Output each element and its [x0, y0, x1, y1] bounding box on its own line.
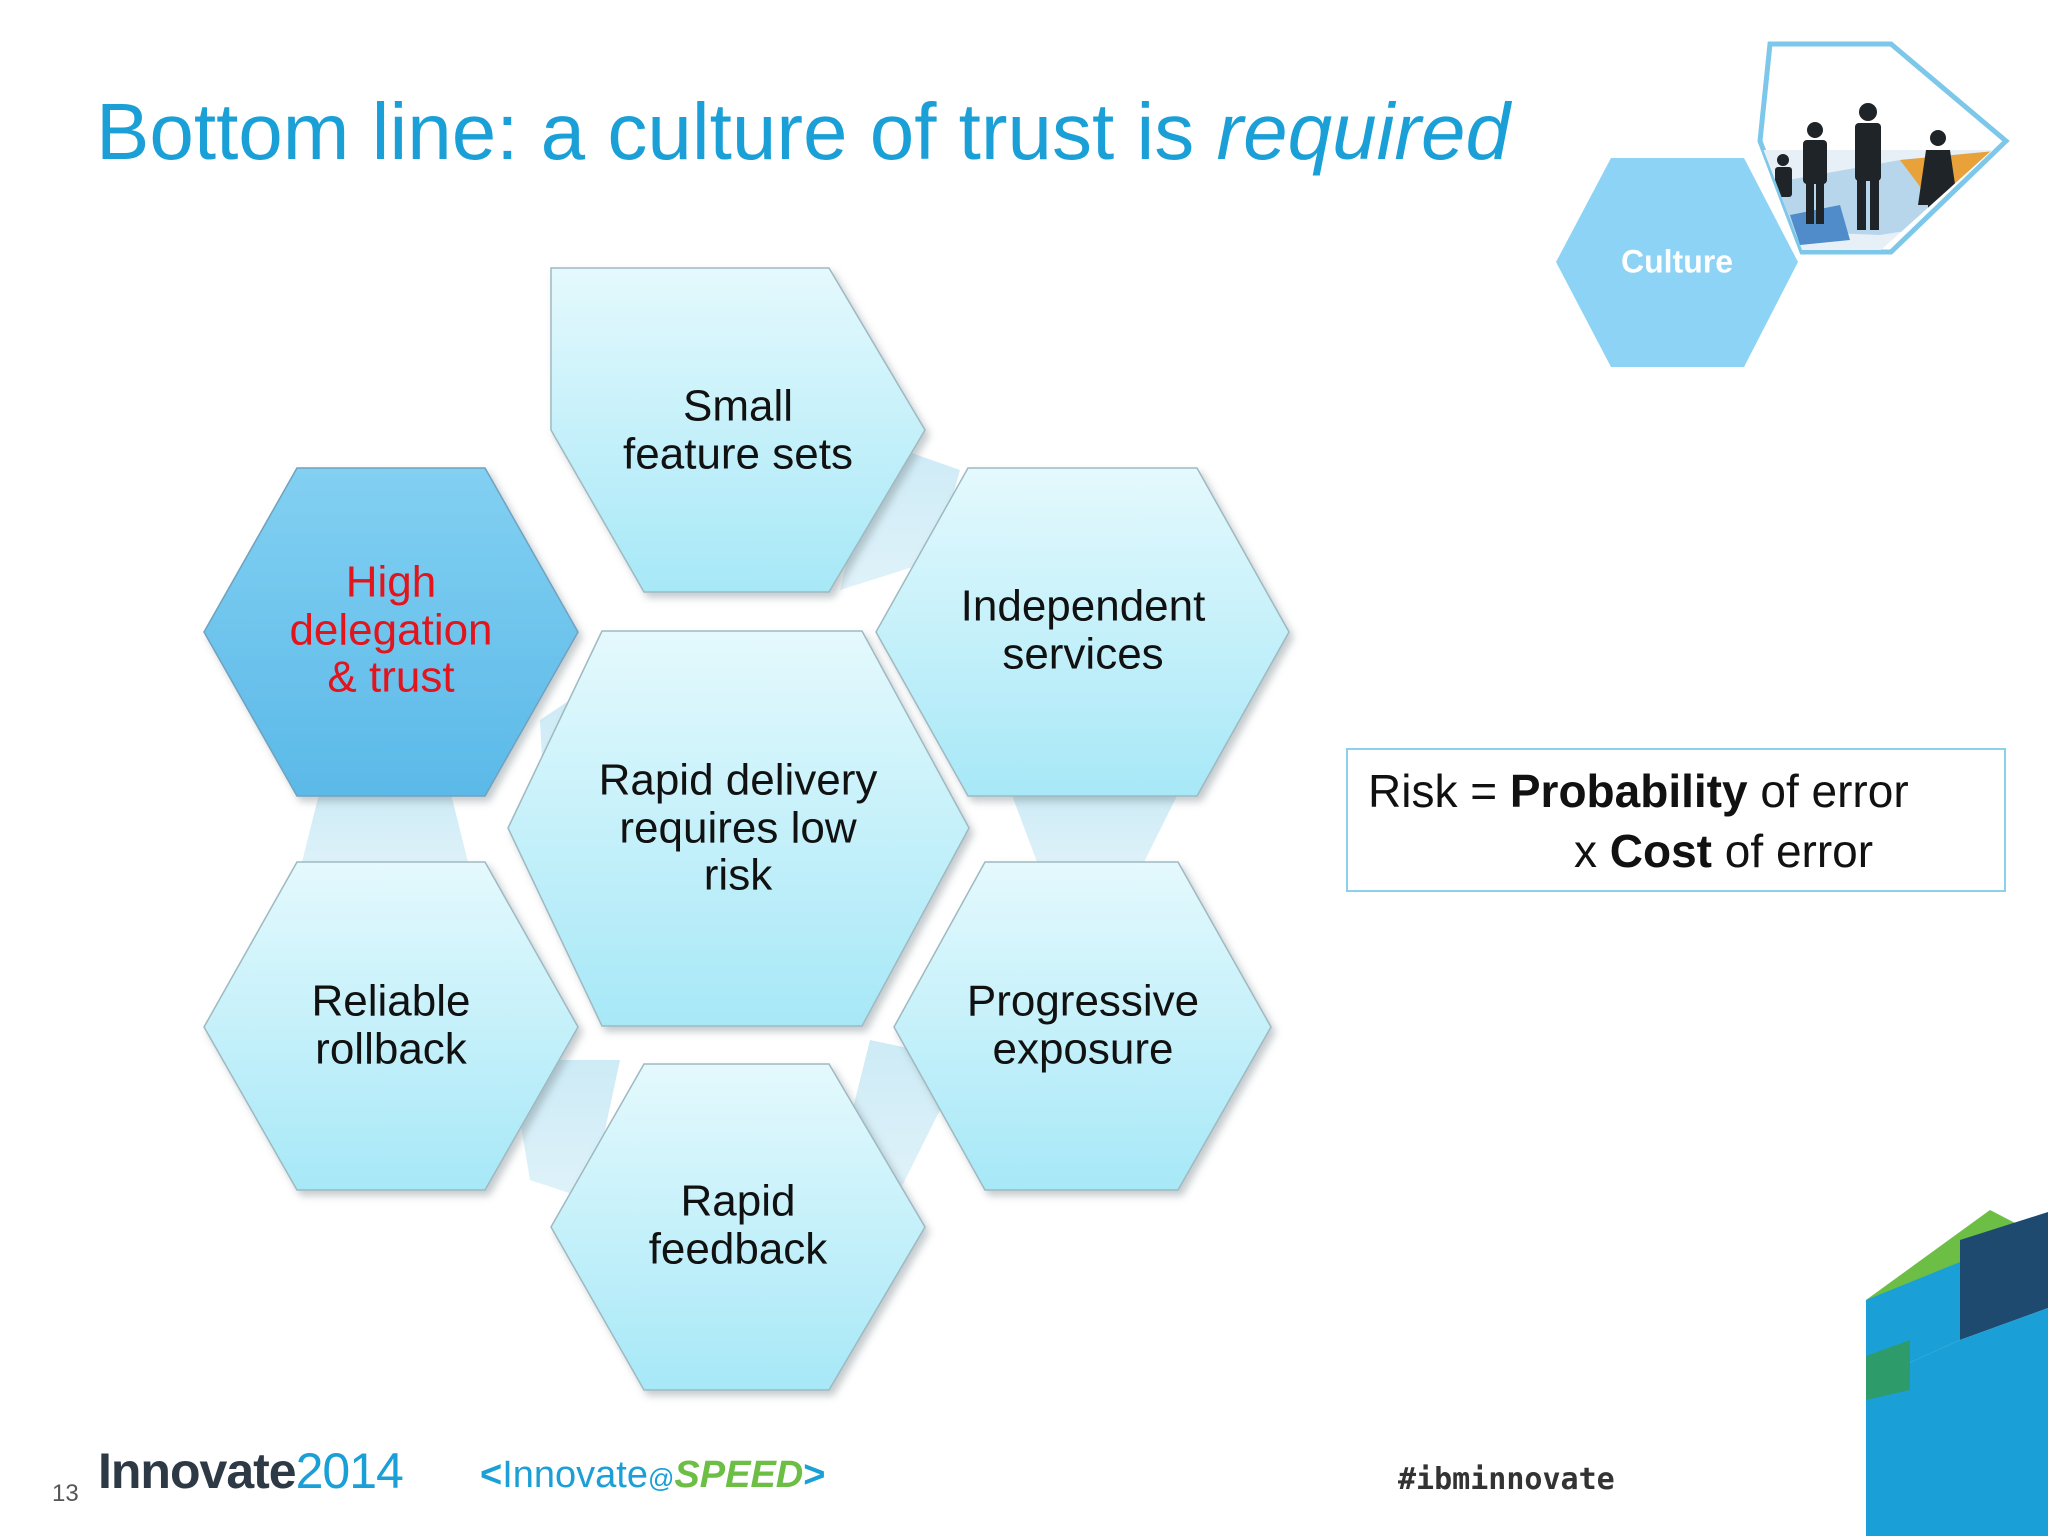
hex-label-progressive-exposure: Progressive exposure — [966, 976, 1200, 1073]
hex-rapid-delivery — [507, 630, 970, 1027]
speed-word: SPEED — [674, 1454, 804, 1496]
slide-title-main: Bottom line: a culture of trust is — [96, 87, 1217, 176]
hashtag: #ibminnovate — [1398, 1462, 1615, 1497]
hex-label-independent-services: Independent services — [960, 581, 1206, 678]
speed-innovate-word: Innovate — [502, 1454, 648, 1496]
page-number: 13 — [52, 1480, 79, 1507]
hex-small-feature-sets — [550, 267, 926, 593]
slide-title-emphasis: required — [1216, 87, 1510, 176]
culture-badge-label: Culture — [1621, 243, 1733, 280]
innovate-2014-logo: Innovate2014 — [98, 1442, 404, 1500]
risk-line2-prefix: x — [1574, 825, 1610, 877]
people-photo-icon — [1757, 41, 2010, 255]
hex-high-delegation — [203, 467, 579, 797]
risk-prefix: Risk = — [1368, 765, 1510, 817]
speed-left-bracket: < — [480, 1454, 503, 1496]
hex-label-rapid-delivery: Rapid delivery requires low risk — [598, 755, 878, 900]
hex-label-small-feature-sets: Small feature sets — [623, 381, 853, 478]
hex-independent-services — [875, 467, 1290, 797]
risk-term2-suffix: of error — [1712, 825, 1874, 877]
slide-title: Bottom line: a culture of trust is requi… — [96, 92, 1510, 172]
risk-formula-box: Risk = Probability of error x Cost of er… — [1346, 748, 2006, 892]
hex-rapid-feedback — [550, 1063, 926, 1391]
hex-label-rapid-feedback: Rapid feedback — [648, 1176, 828, 1273]
innovate-logo-year: 2014 — [295, 1443, 404, 1499]
risk-term1-suffix: of error — [1747, 765, 1909, 817]
speed-right-bracket: > — [803, 1454, 826, 1496]
risk-term-cost: Cost — [1609, 825, 1713, 877]
hex-label-reliable-rollback: Reliable rollback — [311, 976, 471, 1073]
hex-progressive-exposure — [893, 861, 1272, 1191]
risk-term-probability: Probability — [1509, 765, 1748, 817]
risk-formula-line2: x Cost of error — [1574, 822, 1873, 882]
innovate-logo-word: Innovate — [98, 1443, 297, 1499]
hex-reliable-rollback — [203, 861, 579, 1191]
culture-badge-hexagon — [1556, 158, 1798, 367]
speed-at-sign: @ — [648, 1463, 675, 1493]
ibm-corner-graphic — [1866, 1210, 2048, 1536]
hex-label-high-delegation: High delegation & trust — [289, 557, 493, 702]
innovate-at-speed-logo: <Innovate@SPEED> — [480, 1454, 825, 1497]
risk-formula-line1: Risk = Probability of error — [1368, 762, 1909, 822]
